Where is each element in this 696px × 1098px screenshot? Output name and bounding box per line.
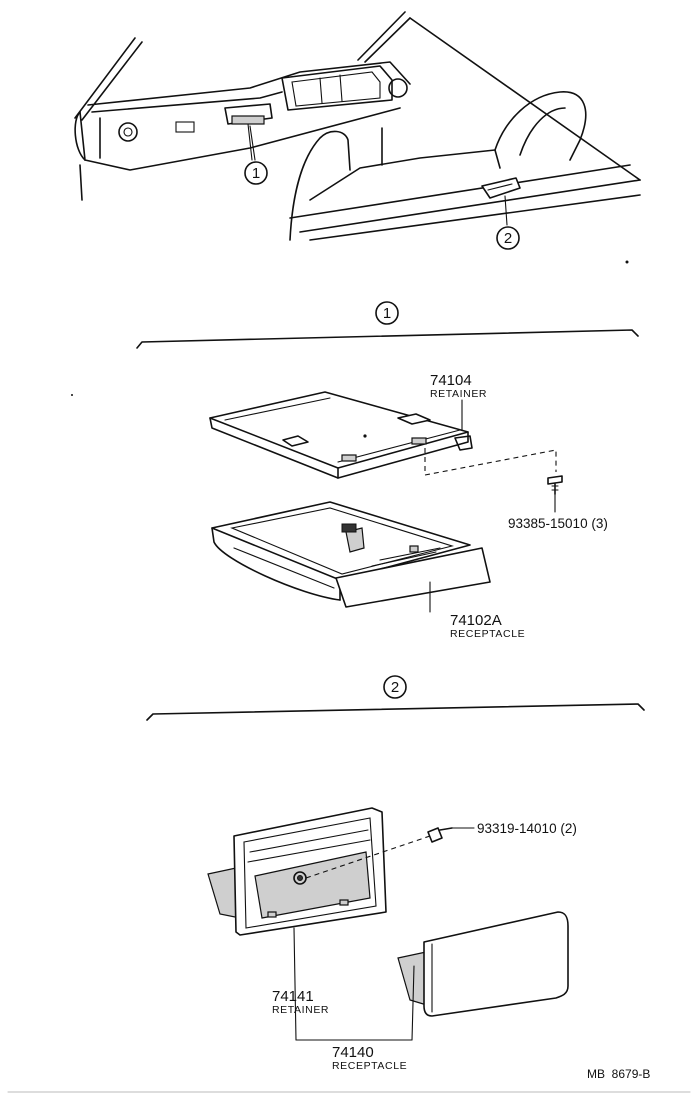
- screw-93385-part-number: 93385-15010 (3): [508, 516, 608, 531]
- overview-callout-1: 1: [244, 161, 268, 185]
- retainer-74104-part-number: 74104: [430, 372, 472, 389]
- retainer-74104-drawing: [209, 391, 473, 479]
- receptacle-74140-drawing: [397, 911, 569, 1041]
- screw-93319-part-number: 93319-14010 (2): [477, 821, 577, 836]
- receptacle-74102a-label: 74102A RECEPTACLE: [429, 581, 525, 640]
- section-1-callout: 1: [383, 305, 391, 322]
- receptacle-74140-name: RECEPTACLE: [332, 1060, 407, 1072]
- receptacle-74140-part-number: 74140: [332, 1044, 374, 1061]
- screw-93385-drawing: [424, 448, 563, 513]
- section-1-header: 1: [136, 301, 639, 349]
- receptacle-74102a-drawing: [211, 501, 491, 608]
- overview-callout-2-label: 2: [504, 230, 512, 247]
- drawing-reference: MB 8679-B: [587, 1067, 650, 1081]
- section-2-callout: 2: [391, 679, 399, 696]
- receptacle-74140-label: 74140 RECEPTACLE: [295, 1039, 413, 1072]
- retainer-74141-part-number: 74141: [272, 988, 314, 1005]
- retainer-74141-label: 74141 RETAINER: [272, 988, 329, 1016]
- retainer-74141-drawing: [207, 807, 387, 1041]
- retainer-74104-label: 74104 RETAINER: [430, 372, 487, 431]
- screw-93319-drawing: [305, 827, 475, 879]
- receptacle-74102a-part-number: 74102A: [450, 612, 502, 629]
- retainer-74104-name: RETAINER: [430, 388, 487, 400]
- overview-callout-2: 2: [496, 226, 520, 250]
- vehicle-overview-illustration: [74, 11, 641, 264]
- receptacle-74102a-name: RECEPTACLE: [450, 628, 525, 640]
- retainer-74141-name: RETAINER: [272, 1004, 329, 1016]
- section-2-header: 2: [146, 675, 645, 721]
- overview-callout-1-label: 1: [252, 165, 260, 182]
